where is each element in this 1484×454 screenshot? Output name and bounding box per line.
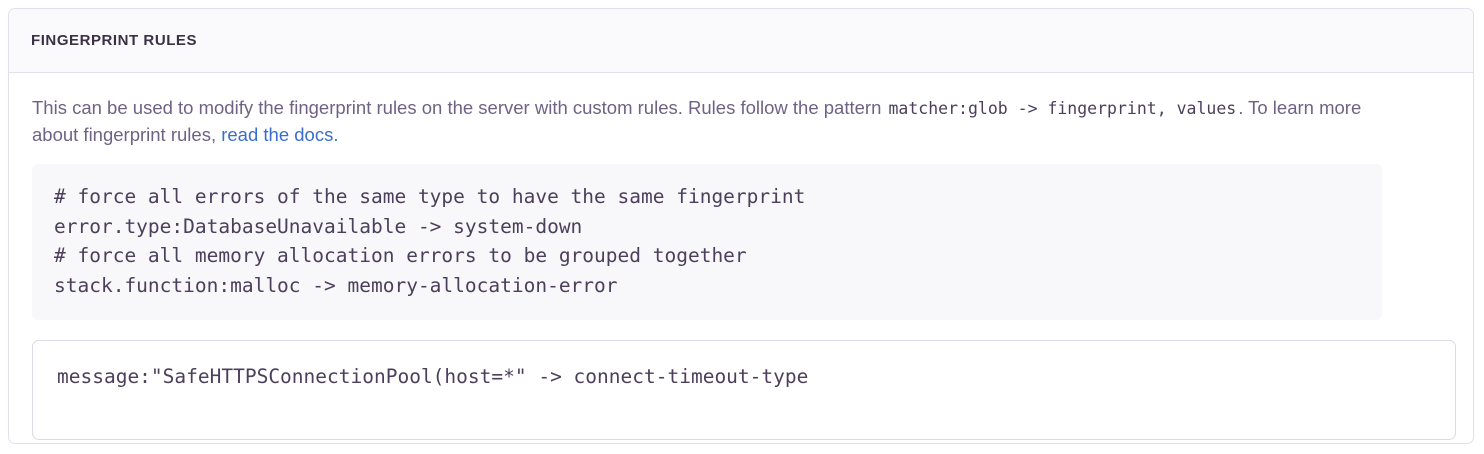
code-line: error.type:DatabaseUnavailable -> system… — [54, 214, 583, 238]
fingerprint-rules-panel: Fingerprint Rules This can be used to mo… — [8, 8, 1474, 444]
fingerprint-rules-input[interactable] — [32, 340, 1456, 440]
description-text-after: . To learn more about fingerprint rules, — [32, 97, 1362, 145]
inline-code-pattern: matcher:glob -> fingerprint, values — [888, 99, 1237, 118]
panel-body: This can be used to modify the fingerpri… — [9, 73, 1473, 440]
page-title: Fingerprint Rules — [31, 32, 198, 49]
code-line: # force all errors of the same type to h… — [54, 185, 806, 208]
code-line: # force all memory allocation errors to … — [54, 244, 747, 267]
read-the-docs-link[interactable]: read the docs. — [221, 124, 339, 145]
description-text-before: This can be used to modify the fingerpri… — [32, 97, 887, 118]
example-code-block: # force all errors of the same type to h… — [32, 164, 1382, 320]
panel-description: This can be used to modify the fingerpri… — [32, 95, 1380, 148]
code-line: stack.function:malloc -> memory-allocati… — [54, 273, 618, 297]
panel-header: Fingerprint Rules — [9, 9, 1473, 73]
